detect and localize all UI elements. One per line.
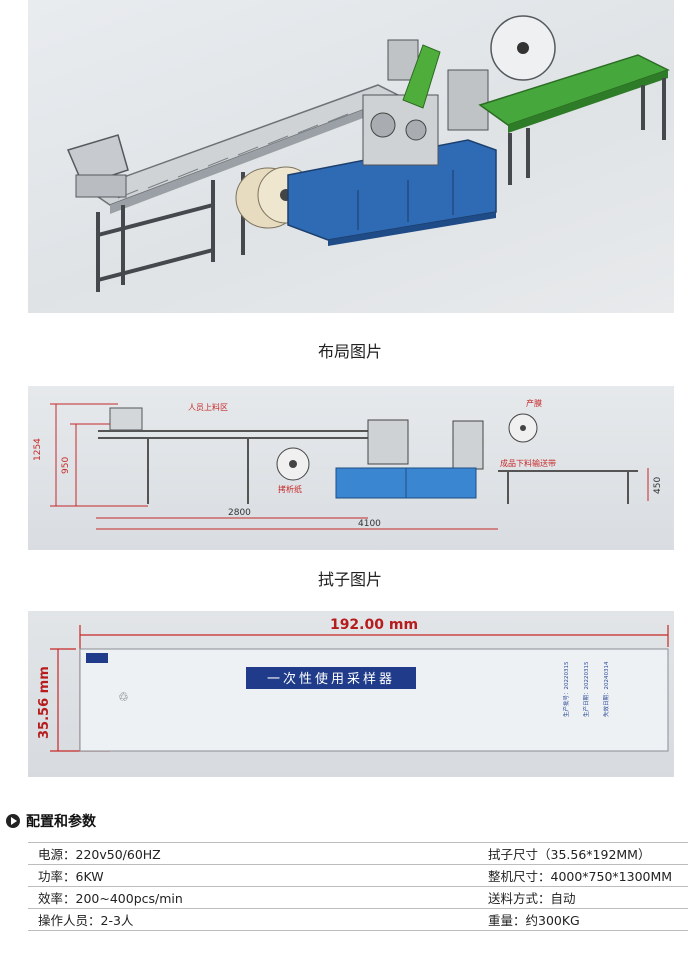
engineering-drawing-image: 1254 950 2800 4100 450 人员上料区 产膜 拷析纸 成品下料… [28,386,674,550]
params-table: 电源：220v50/60HZ 拭子尺寸（35.56*192MM） 功率：6KW … [28,842,688,931]
label-feed-area: 人员上料区 [188,402,228,412]
wipe-product-label: 一次性使用采样器 [267,671,395,687]
wipe-caption: 拭子图片 [317,570,382,589]
param-feed-mode: 送料方式：自动 [478,886,688,909]
wipe-dimension-image: 192.00 mm 35.56 mm ♲ 一次性使用采样器 生产批号：20220… [28,611,674,777]
label-fold-paper: 拷析纸 [278,484,302,494]
table-row: 电源：220v50/60HZ 拭子尺寸（35.56*192MM） [28,842,688,865]
param-wipe-size: 拭子尺寸（35.56*192MM） [478,842,688,865]
table-row: 操作人员：2-3人 重量：约300KG [28,908,688,931]
layout-render-image [28,0,674,313]
wipe-width-label: 35.56 mm [37,666,52,739]
dim-1254: 1254 [33,438,43,461]
section-title: 配置和参数 [26,814,96,830]
recycle-icon: ♲ [118,690,129,704]
wipe-length-label: 192.00 mm [330,617,418,633]
label-film: 产膜 [526,398,542,408]
layout-caption: 布局图片 [317,342,382,361]
wipe-date-text: 生产日期：20220315 [582,661,590,717]
play-circle-icon [6,814,20,828]
param-power: 电源：220v50/60HZ [28,842,478,865]
wipe-expiry-text: 失效日期：20240314 [602,661,610,717]
machine-3d-illustration [66,15,670,292]
param-wattage: 功率：6KW [28,864,478,887]
dim-950: 950 [61,457,71,474]
param-operators: 操作人员：2-3人 [28,908,478,931]
table-row: 效率：200~400pcs/min 送料方式：自动 [28,886,688,909]
param-machine-size: 整机尺寸：4000*750*1300MM [478,864,688,887]
wipe-batch-text: 生产批号：20220315 [562,661,570,717]
section-heading: 配置和参数 [6,811,96,831]
table-row: 功率：6KW 整机尺寸：4000*750*1300MM [28,864,688,887]
param-weight: 重量：约300KG [478,908,688,931]
dim-2800: 2800 [228,508,251,518]
wipe-dimension-drawing: 192.00 mm 35.56 mm ♲ 一次性使用采样器 生产批号：20220… [37,617,669,752]
machine-dimension-drawing: 1254 950 2800 4100 450 人员上料区 产膜 拷析纸 成品下料… [33,398,663,530]
label-conveyor: 成品下料输送带 [500,458,556,468]
dim-450: 450 [653,477,663,494]
dim-4100: 4100 [358,519,381,529]
param-efficiency: 效率：200~400pcs/min [28,886,478,909]
